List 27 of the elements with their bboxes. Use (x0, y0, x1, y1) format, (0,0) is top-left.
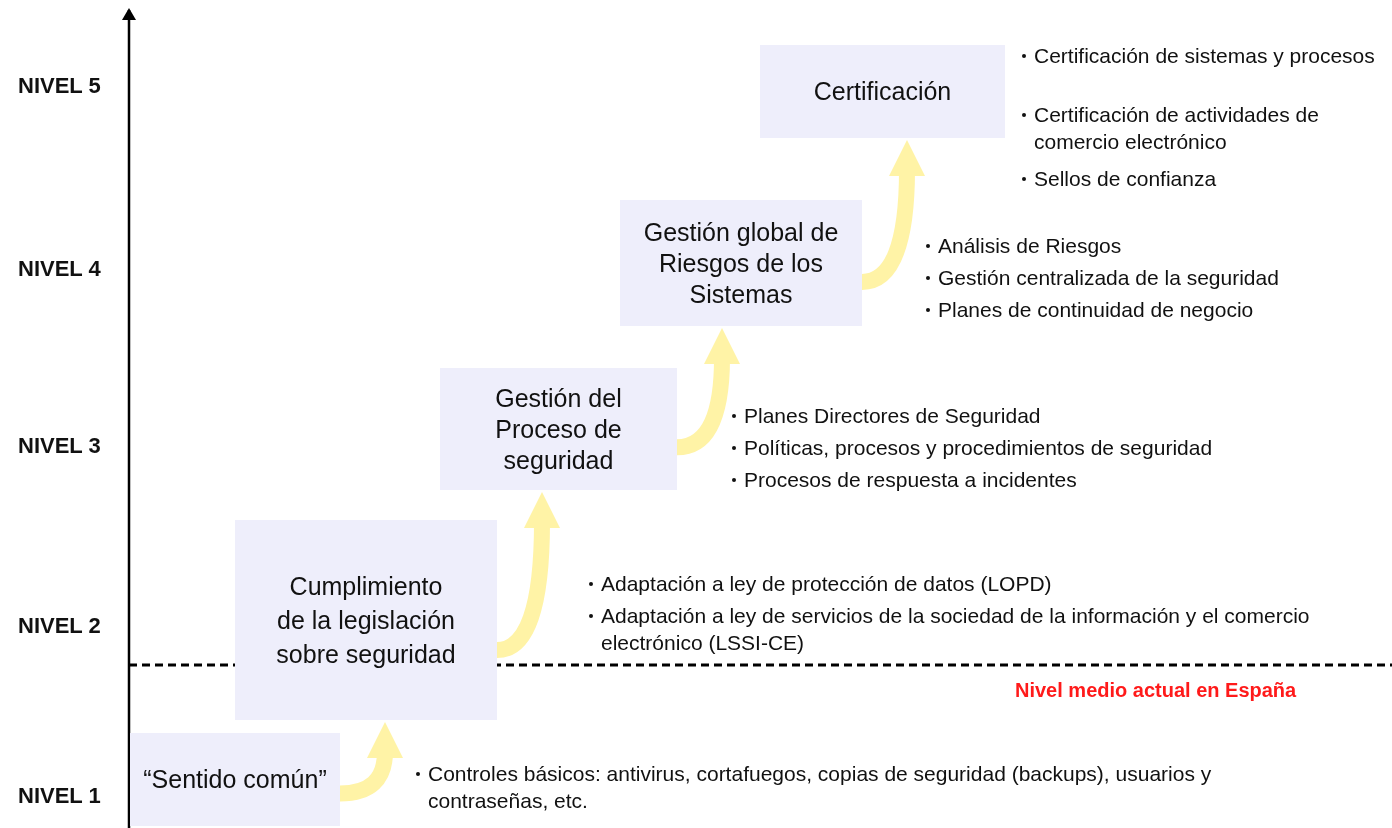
bullet-item: Gestión centralizada de la seguridad (922, 264, 1279, 291)
curved-arrow (676, 328, 740, 456)
level-label: NIVEL 5 (18, 72, 101, 99)
bullet-item: Certificación de actividades de comercio electrónico (1018, 101, 1392, 155)
bullet-item: Políticas, procesos y procedimientos de seguridad (728, 434, 1213, 461)
bullet-item: Planes Directores de Seguridad (728, 402, 1041, 429)
level-label: NIVEL 2 (18, 612, 101, 639)
level-label: NIVEL 1 (18, 782, 101, 809)
step-box: “Sentido común” (130, 733, 340, 826)
curved-arrow (339, 722, 403, 802)
note-text: Nivel medio actual en España (1015, 678, 1297, 703)
step-box: Gestión del Proceso de seguridad (440, 368, 677, 490)
bullet-item: Controles básicos: antivirus, cortafuegos, copias de seguridad (backups), usuarios y contraseñas, etc. (412, 760, 1228, 814)
bullet-item: Procesos de respuesta a incidentes (728, 466, 1077, 493)
step-box: Certificación (760, 45, 1005, 138)
curved-arrow (496, 492, 560, 658)
level-label: NIVEL 3 (18, 432, 101, 459)
curved-arrow (861, 140, 925, 290)
bullet-item: Sellos de confianza (1018, 165, 1217, 192)
bullet-item: Adaptación a ley de protección de datos (LOPD) (585, 570, 1052, 597)
bullet-item: Certificación de sistemas y procesos (1018, 42, 1375, 69)
step-box: Cumplimiento de la legislación sobre seguridad (235, 520, 497, 720)
bullet-item: Análisis de Riesgos (922, 232, 1122, 259)
level-label: NIVEL 4 (18, 255, 101, 282)
bullet-item: Adaptación a ley de servicios de la sociedad de la información y el comercio electrónico (LSSI-CE) (585, 602, 1391, 656)
step-box: Gestión global de Riesgos de los Sistemas (620, 200, 862, 326)
bullet-item: Planes de continuidad de negocio (922, 296, 1254, 323)
